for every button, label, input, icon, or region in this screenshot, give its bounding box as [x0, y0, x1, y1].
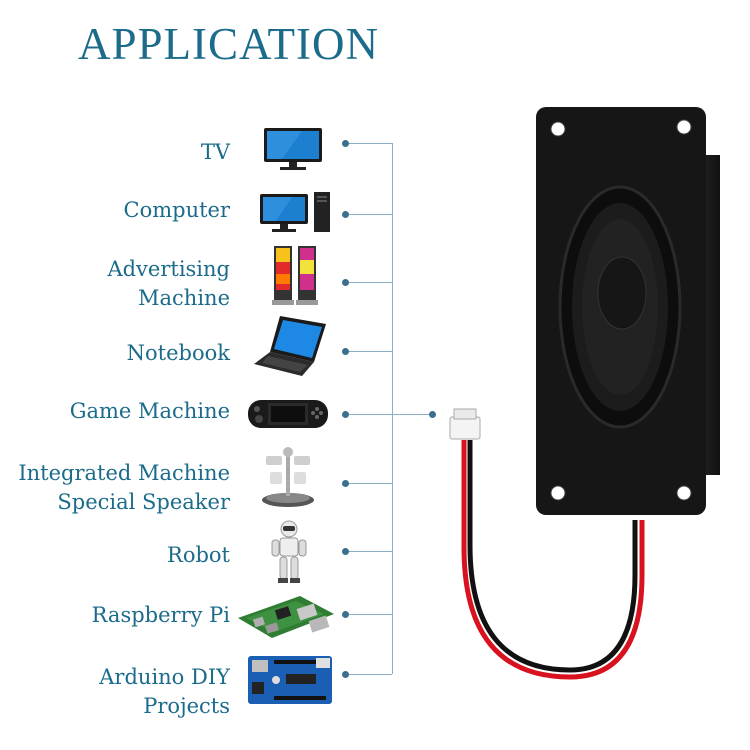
label-integrated-machine: Integrated Machine Special Speaker — [18, 461, 230, 514]
handheld-game-console-icon — [248, 400, 328, 428]
robot-icon — [271, 520, 307, 583]
connector-dot — [342, 348, 349, 355]
raspberry-pi-board-icon — [238, 596, 334, 638]
connector-dot — [342, 411, 349, 418]
label-game-machine: Game Machine — [69, 399, 230, 423]
connector-dot — [342, 548, 349, 555]
label-tv: TV — [200, 140, 230, 164]
connector-line — [347, 214, 392, 215]
connector-dot — [342, 279, 349, 286]
connector-line — [347, 674, 392, 675]
connector-dot — [342, 140, 349, 147]
connector-dot — [342, 211, 349, 218]
connector-line — [347, 551, 392, 552]
speaker-with-connector-icon — [449, 107, 720, 680]
connector-dot — [342, 611, 349, 618]
connector-dot — [429, 411, 436, 418]
label-raspberry-pi: Raspberry Pi — [91, 603, 230, 627]
arduino-board-icon — [248, 656, 332, 704]
label-notebook: Notebook — [126, 341, 230, 365]
label-arduino: Arduino DIY Projects — [99, 665, 230, 718]
laptop-icon — [254, 316, 326, 376]
connector-line — [347, 351, 392, 352]
connector-line — [347, 614, 392, 615]
connector-dot — [342, 671, 349, 678]
connector-vertical-line — [392, 143, 393, 674]
connector-line — [347, 143, 392, 144]
integrated-machine-icon — [262, 447, 314, 507]
advertising-kiosk-icon — [272, 246, 318, 305]
connector-line — [347, 483, 392, 484]
connector-line — [347, 282, 392, 283]
connector-dot — [342, 480, 349, 487]
label-robot: Robot — [167, 543, 230, 567]
tv-icon — [264, 128, 322, 170]
page-title: APPLICATION — [78, 19, 380, 69]
connector-line — [347, 414, 432, 415]
label-computer: Computer — [123, 198, 231, 222]
desktop-computer-icon — [260, 192, 330, 232]
label-advertising-machine: Advertising Machine — [107, 257, 230, 310]
